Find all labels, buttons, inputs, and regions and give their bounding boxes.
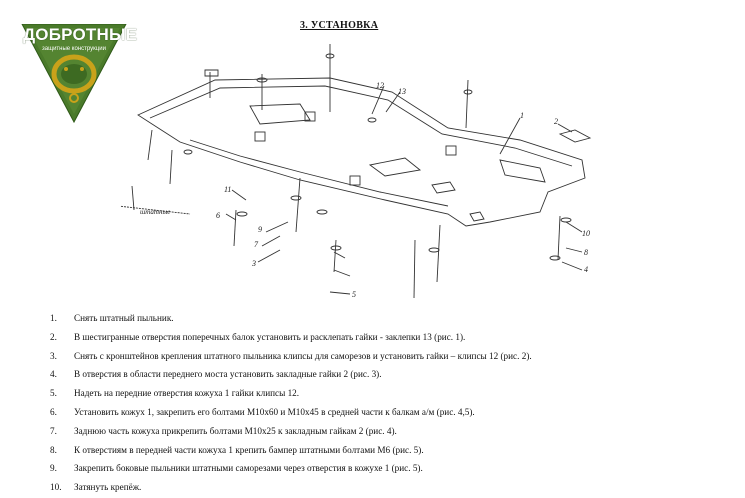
step-number: 3. (50, 350, 57, 361)
skid-plate-outline (137, 77, 586, 227)
callout-3: 3 (251, 259, 256, 268)
brand-logo: ДОБРОТНЫЕ защитные конструкции (20, 23, 138, 124)
step-text: Заднюю часть кожуха прикрепить болтами М… (74, 425, 397, 436)
step-number: 9. (50, 463, 57, 474)
callout-10: 10 (582, 229, 590, 238)
step-number: 5. (50, 388, 57, 399)
callout-2: 2 (554, 117, 558, 126)
section-title: 3. УСТАНОВКА (300, 20, 379, 31)
step-text: Снять с кронштейнов крепления штатного п… (74, 350, 532, 361)
step-text: Установить кожух 1, закрепить его болтам… (74, 406, 475, 417)
callout-6: 6 (216, 211, 220, 220)
note-standard-parts: штатные (140, 208, 170, 216)
step-number: 8. (50, 444, 57, 455)
step-number: 7. (50, 425, 57, 436)
step-text: Надеть на передние отверстия кожуха 1 га… (74, 388, 300, 399)
logo-brand-name: ДОБРОТНЫЕ (23, 25, 138, 44)
callout-13: 13 (398, 87, 406, 96)
callout-7: 7 (254, 240, 259, 249)
step-number: 4. (50, 369, 57, 380)
step-text: К отверстиям в передней части кожуха 1 к… (74, 444, 424, 455)
step-number: 1. (50, 313, 57, 323)
callout-4: 4 (584, 265, 588, 274)
step-number: 10. (50, 482, 62, 493)
installation-diagram: 1 2 3 4 5 6 7 8 9 10 11 12 13 штатные (120, 44, 592, 299)
callout-5: 5 (352, 290, 356, 299)
callout-11: 11 (224, 185, 231, 194)
step-text: Закрепить боковые пыльники штатными само… (74, 463, 423, 474)
step-number: 6. (50, 406, 57, 417)
callout-12: 12 (376, 81, 384, 90)
logo-tagline: защитные конструкции (42, 46, 106, 52)
step-text: Снять штатный пыльник. (74, 313, 174, 323)
callout-1: 1 (520, 111, 524, 120)
step-text: В отверстия в области переднего моста ус… (74, 369, 382, 380)
logo-shield-icon (21, 23, 127, 124)
callout-9: 9 (258, 225, 262, 234)
step-text: В шестигранные отверстия поперечных бало… (74, 331, 466, 342)
step-text: Затянуть крепёж. (74, 482, 142, 493)
step-number: 2. (50, 331, 57, 342)
callout-8: 8 (584, 248, 588, 257)
